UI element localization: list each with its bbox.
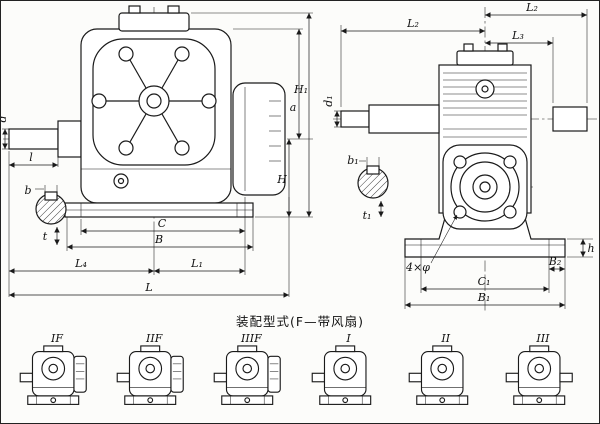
gearbox-icon-III xyxy=(505,345,573,405)
flange-bolt-hole xyxy=(453,205,467,219)
variant-II: II xyxy=(402,332,490,411)
variant-row: IF IIF IIIF I II III xyxy=(1,330,599,411)
output-shaft xyxy=(8,120,82,158)
top-cap xyxy=(118,12,190,32)
gearbox-icon-IF xyxy=(19,345,87,405)
dim-label-d1: d₁ xyxy=(322,95,335,106)
variant-label: IIIF xyxy=(241,332,262,345)
flange-bolt-hole xyxy=(503,155,517,169)
dim-label-C1: C₁ xyxy=(478,275,491,288)
variant-label: IIF xyxy=(146,332,163,345)
dim-label-t: t xyxy=(43,230,48,243)
gearbox-icon-I xyxy=(311,345,371,405)
dim-label-t1: t₁ xyxy=(363,209,372,222)
cover-bolt xyxy=(201,93,217,109)
cap-bolt xyxy=(497,43,508,52)
dim-label-H: H xyxy=(276,173,287,186)
variant-III: III xyxy=(499,332,587,411)
dim-label-d: d xyxy=(1,115,9,122)
variant-IIIF: IIIF xyxy=(207,332,295,411)
flange-bolt-hole xyxy=(453,155,467,169)
dim-label-L2: L₂ xyxy=(406,17,419,30)
front-cover xyxy=(91,38,217,189)
dim-label-h: h xyxy=(587,242,594,255)
front-dimensions xyxy=(2,12,313,298)
drain-plug xyxy=(113,173,129,189)
side-dimensions xyxy=(334,9,593,309)
cover-bolt xyxy=(174,140,190,156)
variant-label: IF xyxy=(51,332,63,345)
dim-label-L3: L₃ xyxy=(511,29,524,42)
worm-section-detail xyxy=(357,157,389,217)
output-flange xyxy=(442,144,528,230)
cap-bolt xyxy=(167,5,180,14)
assembly-caption: 装配型式(F—带风扇) xyxy=(236,314,364,329)
variant-label: III xyxy=(536,332,550,345)
dim-label-L1: L₁ xyxy=(190,257,203,270)
cover-bolt xyxy=(118,140,134,156)
dim-label-B: B xyxy=(154,233,163,246)
dim-label-H1: H₁ xyxy=(293,83,308,96)
variant-IIF: IIF xyxy=(110,332,198,411)
shaft-section-detail xyxy=(35,185,67,245)
flange-bolt-hole xyxy=(503,205,517,219)
oil-plug xyxy=(475,79,495,99)
dim-label-l: l xyxy=(29,151,33,164)
cap-bolt xyxy=(463,43,474,52)
base-front xyxy=(64,202,254,218)
dim-label-a: a xyxy=(290,101,297,114)
fan-cover xyxy=(232,82,286,196)
gearbox-icon-IIIF xyxy=(214,345,282,405)
gearbox-icon-II xyxy=(408,345,469,405)
cover-bolt xyxy=(174,46,190,62)
cover-bolt xyxy=(118,46,134,62)
variant-label: II xyxy=(441,332,451,345)
front-view: d l b t C B L₄ L₁ L H a H₁ xyxy=(1,5,313,298)
cap-bolt xyxy=(128,5,141,14)
dim-label-b: b xyxy=(24,184,31,197)
assembly-drawing: d l b t C B L₄ L₁ L H a H₁ xyxy=(1,1,597,311)
dim-label-C: C xyxy=(158,217,167,230)
dim-label-bolt: 4×φ xyxy=(405,261,430,274)
gearbox-icon-IIF xyxy=(116,345,184,405)
dim-label-L4: L₄ xyxy=(74,257,87,270)
variant-I: I xyxy=(305,332,393,411)
dim-label-L: L xyxy=(144,281,152,294)
variant-IF: IF xyxy=(13,332,101,411)
worm-shaft xyxy=(340,104,588,134)
side-view: L₂ L₂ L₃ d₁ b₁ t₁ 4×φ B₂ h C₁ B₁ xyxy=(322,1,597,311)
dim-label-L2-top: L₂ xyxy=(525,1,538,14)
side-top-cap xyxy=(456,50,514,66)
dim-label-B1: B₁ xyxy=(477,291,491,304)
variant-label: I xyxy=(346,332,351,345)
dim-label-b1: b₁ xyxy=(347,154,358,167)
dim-label-B2: B₂ xyxy=(548,255,562,268)
cover-bolt xyxy=(91,93,107,109)
